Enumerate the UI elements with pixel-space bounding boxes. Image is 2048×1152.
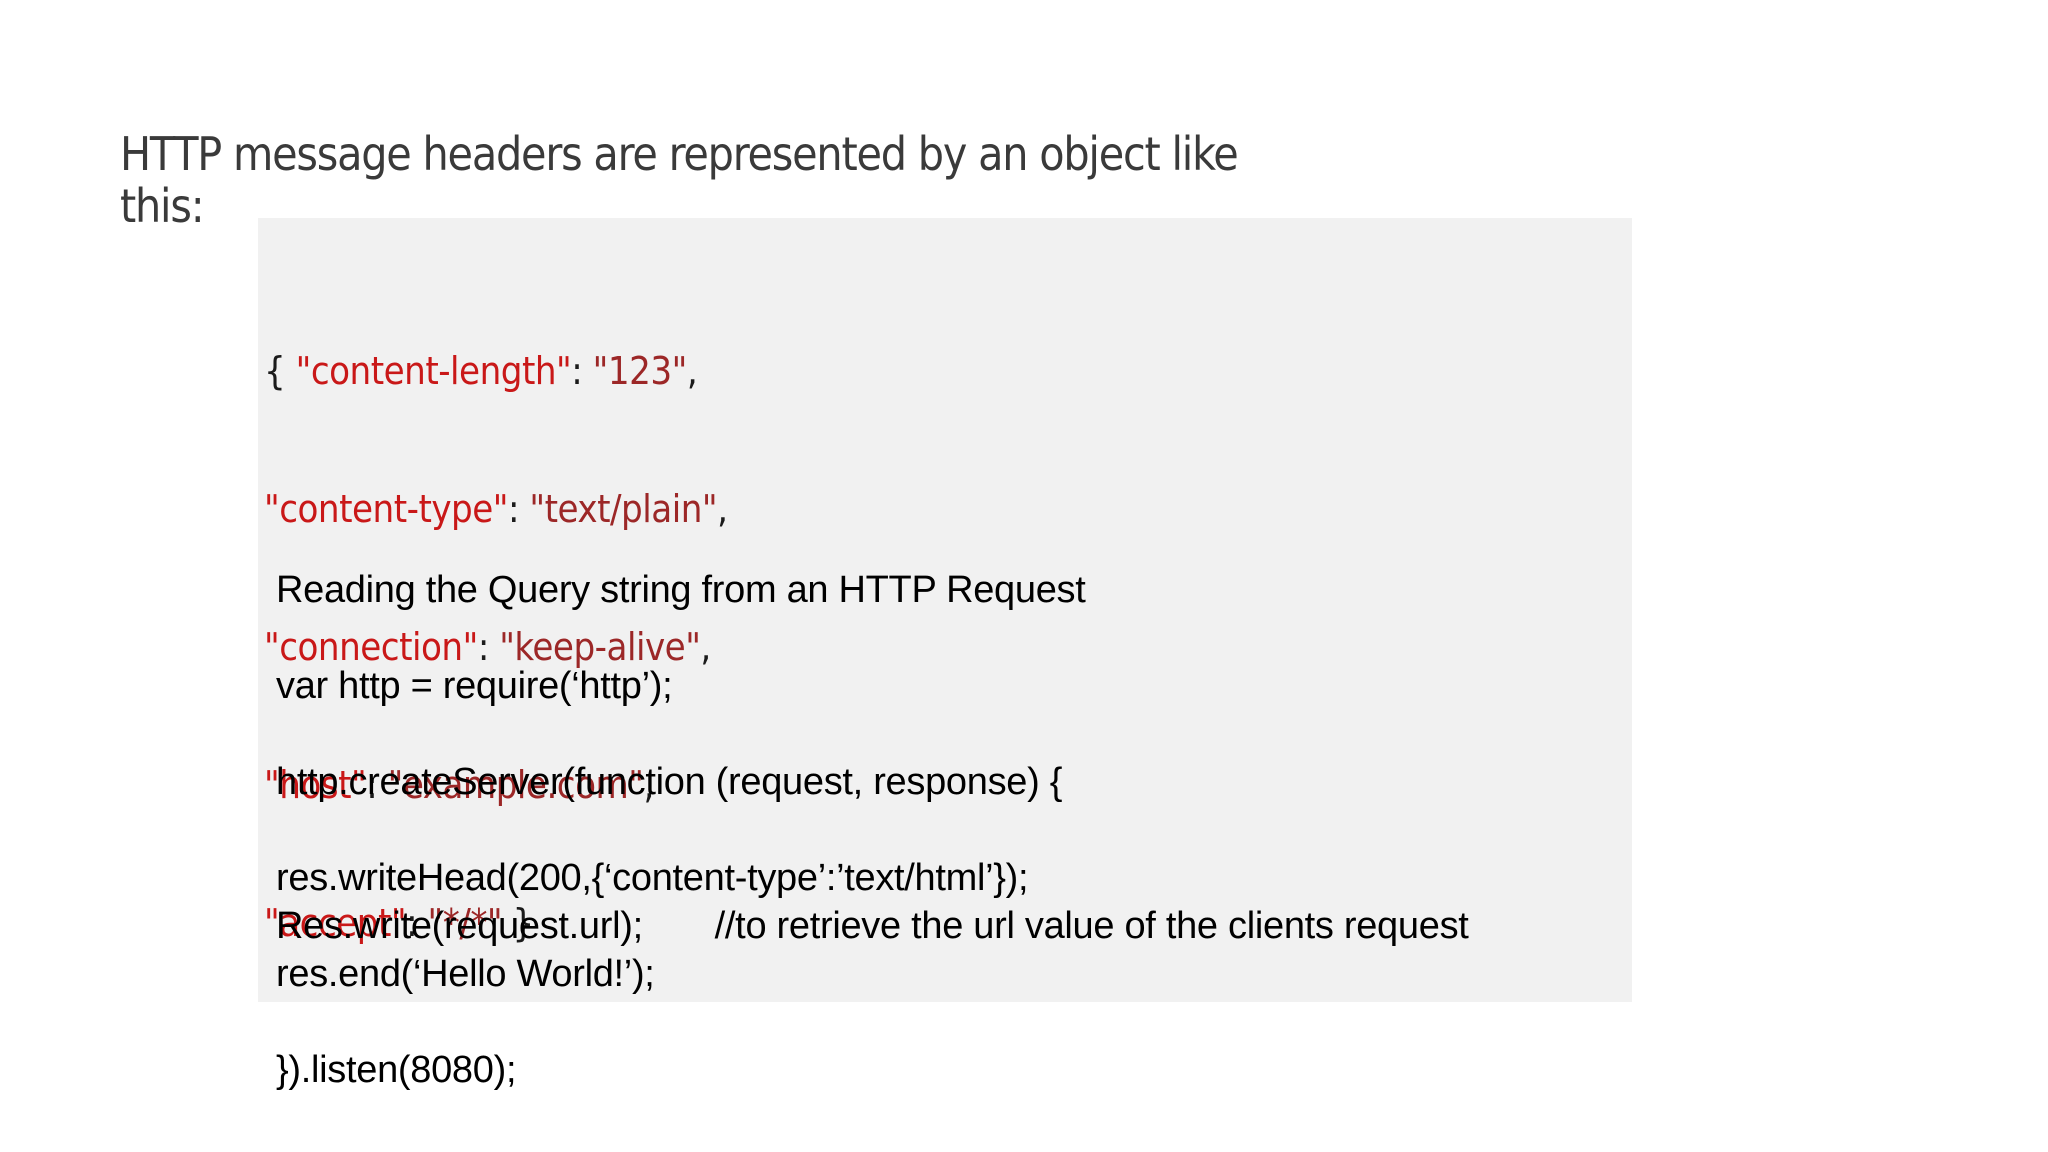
line-delimiter: , [686,349,698,393]
snippet-require-line: var http = require(‘http’); [276,665,673,707]
colon-separator: : [571,349,593,393]
header-line-connection: "connection": "keep-alive", [264,624,1622,670]
header-line-accept: "accept": "*/*" } [264,900,1622,946]
blank-line [276,806,1469,854]
snippet-title: Reading the Query string from an HTTP Re… [276,569,1086,611]
blank-line [276,998,1469,1046]
page-heading: HTTP message headers are represented by … [120,127,1239,233]
colon-separator: : [508,487,530,531]
header-value: "keep-alive" [499,625,701,669]
header-value: "*/*" [427,901,503,945]
line-delimiter: , [700,625,711,669]
colon-separator: : [366,763,388,807]
header-key: "accept" [264,901,407,945]
header-key: "host" [264,763,367,807]
open-brace: { [264,349,296,393]
snippet-writehead-line: res.writeHead(200,{‘content-type’:’text/… [276,857,1029,899]
page-heading-line2: this: [120,179,205,233]
blank-line [276,614,1469,662]
header-line-content-length: { "content-length": "123", [264,348,1622,394]
line-delimiter: , [643,763,655,807]
header-key: "connection" [264,625,478,669]
header-value: "example.com" [387,763,644,807]
header-key: "content-type" [264,487,509,531]
snippet-createserver-line: http.createServer(function (request, res… [276,761,1063,803]
closing-brace: } [502,901,535,945]
snippet-write-url-line: Res.write(request.url); //to retrieve th… [276,905,1469,947]
blank-line [276,710,1469,758]
http-headers-object-codebox: { "content-length": "123", "content-type… [258,218,1632,1002]
header-line-content-type: "content-type": "text/plain", [264,486,1622,532]
header-line-host: "host": "example.com", [264,762,1622,808]
snippet-end-line: res.end(‘Hello World!’); [276,953,655,995]
line-delimiter: , [717,487,728,531]
header-value: "text/plain" [529,487,718,531]
header-value: "123" [592,349,688,393]
colon-separator: : [406,901,428,945]
query-string-snippet: Reading the Query string from an HTTP Re… [276,566,1469,1094]
colon-separator: : [477,625,500,669]
snippet-listen-line: }).listen(8080); [276,1049,517,1091]
page-heading-line1: HTTP message headers are represented by … [120,127,1239,181]
header-key: "content-length" [295,349,572,393]
